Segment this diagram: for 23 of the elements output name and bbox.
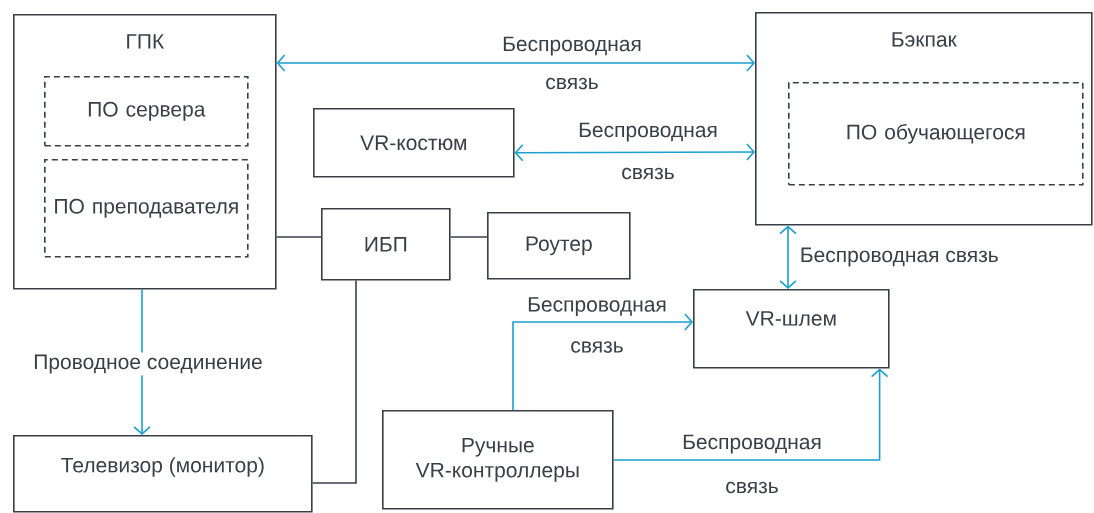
dashed-box: ПО сервера (44, 76, 249, 147)
device-box: ИБП (321, 208, 451, 281)
edge-label: Проводное соединение (31, 352, 265, 376)
arrow (779, 225, 797, 289)
dashed-box: ПО обучающегося (788, 82, 1084, 186)
device-box: VR-шлем (693, 289, 890, 369)
edge-label: Беспроводная связь (683, 434, 821, 494)
edge-label: Беспроводная связь (528, 297, 666, 353)
arrow (612, 368, 889, 461)
edge-label: Беспроводная связь (801, 247, 998, 267)
arrow (512, 313, 693, 411)
device-box: Телевизор (монитор) (13, 435, 313, 513)
edge-label: Беспроводная связь (579, 122, 717, 180)
connector-line (275, 236, 322, 238)
arrow (276, 54, 755, 72)
connector-line (311, 279, 357, 484)
connector-line (449, 236, 488, 238)
device-box: Ручные VR-контроллеры (382, 410, 614, 510)
device-box: VR-костюм (313, 108, 515, 178)
device-box: Роутер (487, 212, 631, 280)
dashed-box: ПО преподавателя (44, 159, 249, 258)
arrow (514, 143, 755, 162)
edge-label: Беспроводная связь (503, 36, 641, 90)
